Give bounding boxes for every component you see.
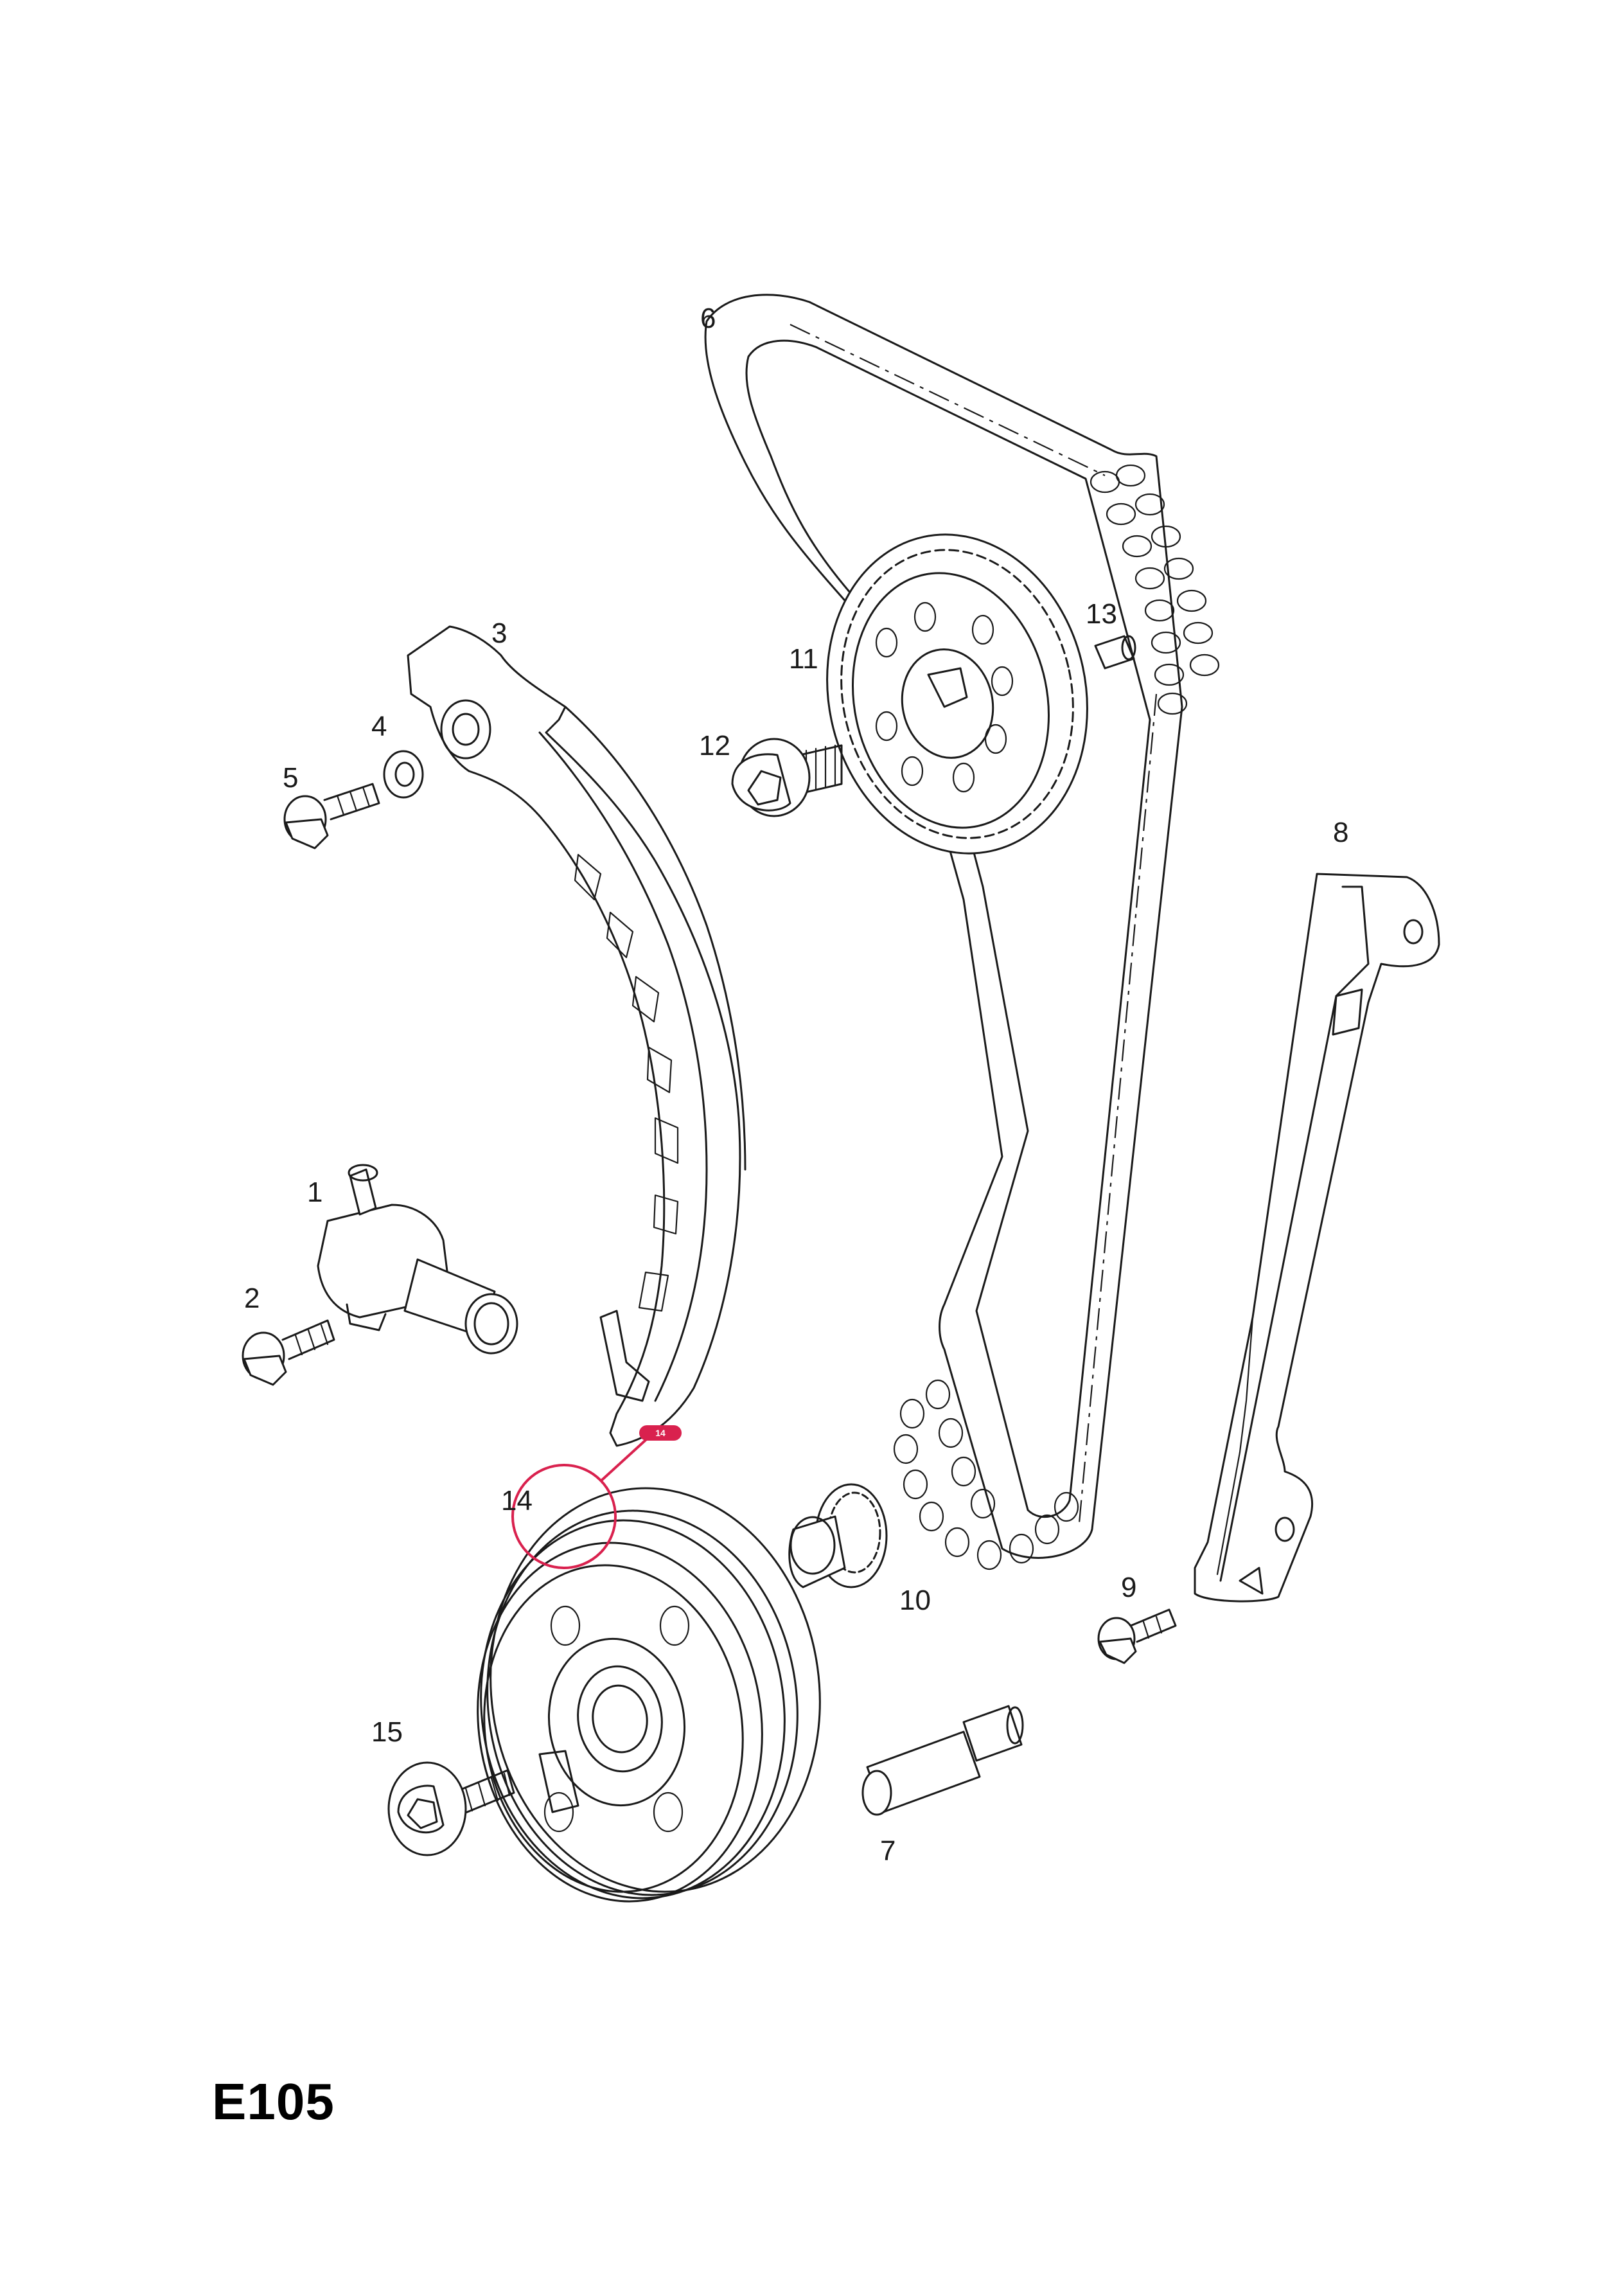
callout-1[interactable]: 1 (307, 1177, 322, 1208)
diagram-code: E105 (212, 2073, 335, 2130)
callout-10[interactable]: 10 (899, 1585, 931, 1616)
part-3-tensioner-rail[interactable] (407, 625, 746, 1447)
callout-7[interactable]: 7 (880, 1835, 896, 1867)
callout-8[interactable]: 8 (1333, 817, 1348, 848)
callout-4[interactable]: 4 (371, 711, 387, 742)
callout-3[interactable]: 3 (491, 618, 507, 649)
part-7-pin[interactable] (861, 1705, 1024, 1816)
part-1-chain-tensioner[interactable] (317, 1164, 518, 1355)
part-15-pulley-bolt[interactable] (387, 1761, 515, 1856)
hotspot-badge[interactable] (639, 1425, 682, 1441)
hotspot-ring[interactable] (511, 1464, 617, 1569)
callout-13[interactable]: 13 (1086, 598, 1117, 630)
callout-9[interactable]: 9 (1121, 1572, 1136, 1603)
hotspot-part-14[interactable]: 14 (511, 1425, 682, 1569)
part-9-bolt[interactable] (1097, 1608, 1177, 1664)
part-6-timing-chain[interactable] (704, 294, 1220, 1570)
callout-labels: 1 2 3 4 5 6 7 8 9 10 11 12 13 14 15 (244, 303, 1348, 1867)
callout-14[interactable]: 14 (501, 1485, 533, 1516)
callout-11[interactable]: 11 (789, 643, 818, 675)
callout-12[interactable]: 12 (699, 730, 730, 761)
callout-5[interactable]: 5 (283, 762, 298, 794)
part-11-camshaft-sprocket[interactable] (798, 510, 1116, 878)
part-5-bolt[interactable] (283, 783, 380, 849)
hotspot-leader-line (599, 1433, 653, 1482)
part-12-sprocket-bolt[interactable] (731, 738, 843, 817)
part-13-dowel-pin[interactable] (1094, 635, 1136, 670)
callout-15[interactable]: 15 (371, 1716, 403, 1748)
part-8-chain-guide[interactable] (1194, 873, 1440, 1603)
part-10-crankshaft-sprocket[interactable] (788, 1483, 888, 1588)
hotspot-badge-label: 14 (655, 1428, 666, 1438)
callout-2[interactable]: 2 (244, 1283, 260, 1314)
part-4-washer[interactable] (383, 750, 424, 799)
callout-6[interactable]: 6 (700, 303, 716, 334)
part-2-bolt[interactable] (242, 1319, 335, 1386)
part-14-crankshaft-pulley[interactable] (455, 1467, 845, 1920)
